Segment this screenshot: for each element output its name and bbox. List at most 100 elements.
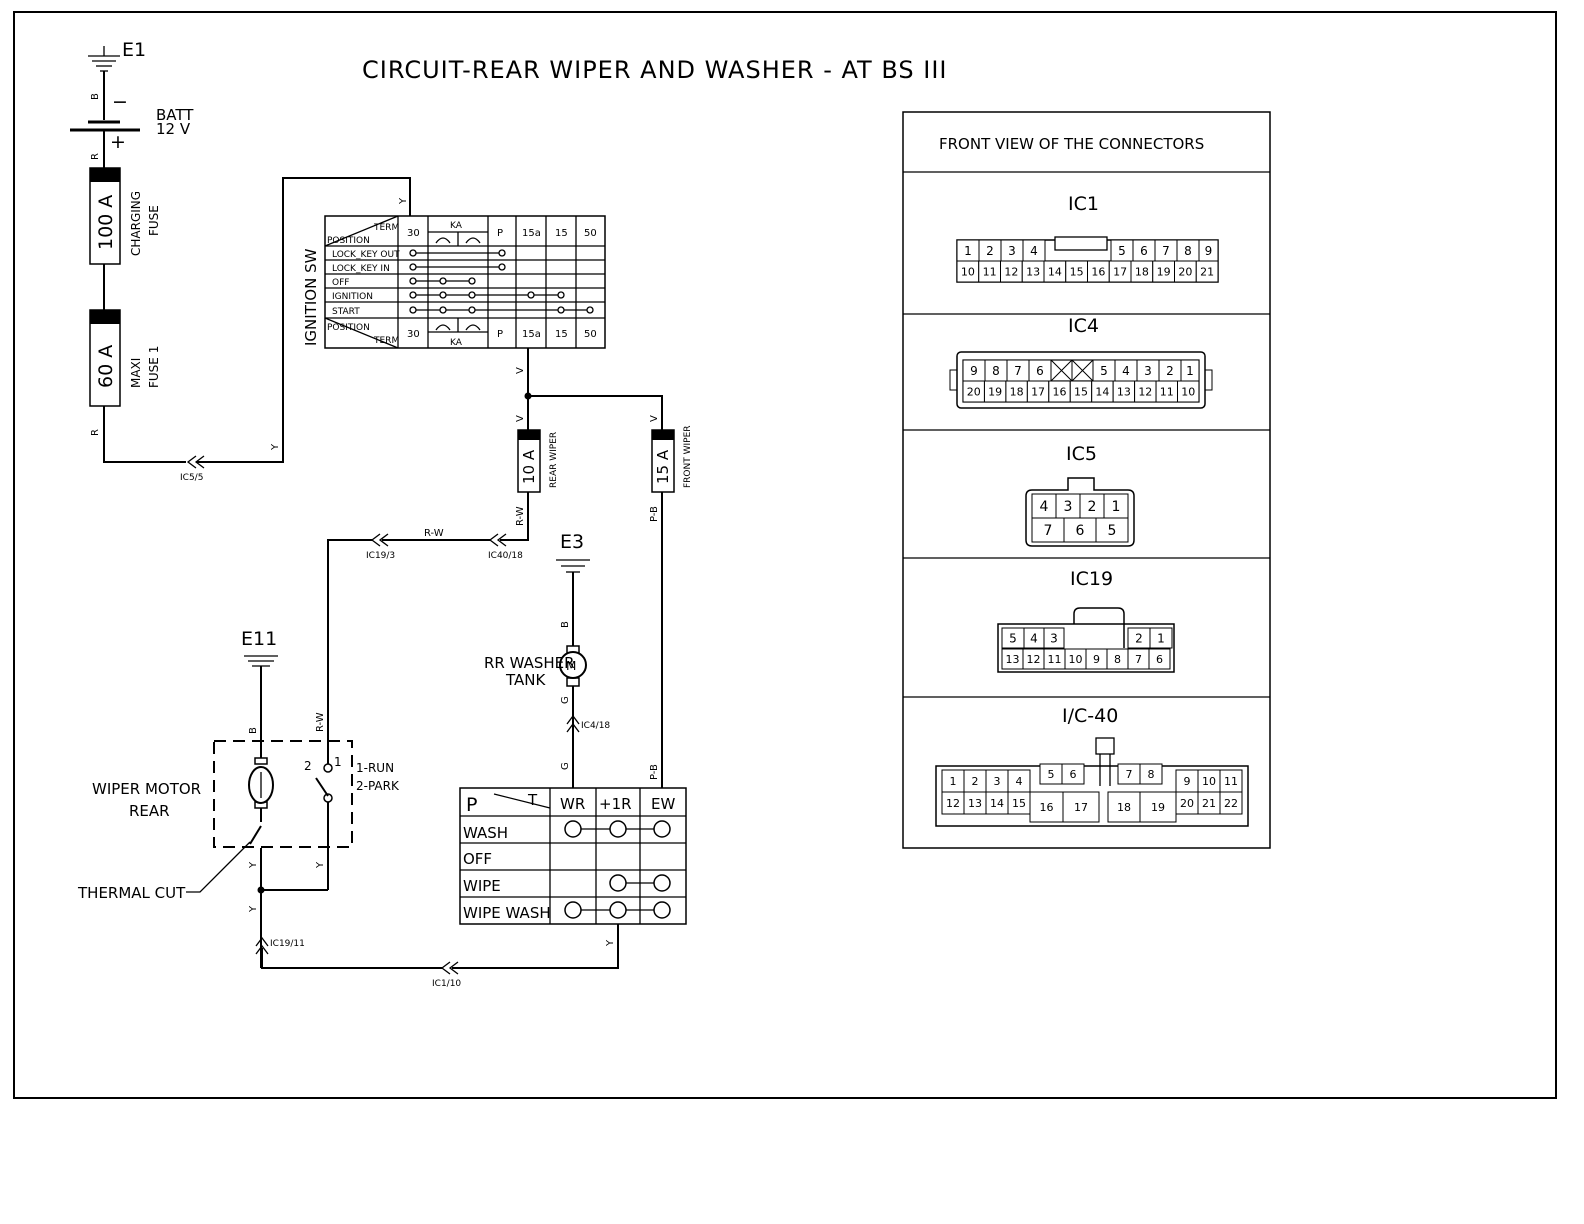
svg-text:RR WASHER: RR WASHER <box>484 654 575 672</box>
svg-text:TERM: TERM <box>373 336 399 346</box>
pin-label: 8 <box>992 364 1000 378</box>
pin-label: 3 <box>1064 499 1073 515</box>
svg-text:IC5: IC5 <box>1066 443 1097 465</box>
svg-text:R: R <box>90 429 101 436</box>
svg-text:TANK: TANK <box>505 671 546 689</box>
svg-text:CHARGING: CHARGING <box>129 191 143 256</box>
svg-text:P-B: P-B <box>649 506 660 522</box>
pin-label: 7 <box>1135 653 1142 666</box>
svg-text:WR: WR <box>560 795 585 813</box>
pin-label: 10 <box>961 265 975 278</box>
svg-text:IGNITION SW: IGNITION SW <box>302 248 320 346</box>
svg-text:FUSE 1: FUSE 1 <box>147 346 161 388</box>
svg-text:V: V <box>515 415 526 422</box>
pin-label: 4 <box>1030 244 1038 258</box>
pin-cell <box>1103 493 1129 519</box>
pin-label: 4 <box>1122 364 1130 378</box>
connector-ic19-3: IC19/3 <box>366 533 395 561</box>
pin-label: 3 <box>1144 364 1152 378</box>
connector-ic1-10: IC1/10 <box>432 961 461 989</box>
svg-text:FUSE: FUSE <box>147 205 161 236</box>
svg-text:IC19/3: IC19/3 <box>366 551 395 561</box>
pin-label: 13 <box>1026 265 1040 278</box>
svg-text:G: G <box>560 696 571 704</box>
svg-text:−: − <box>112 91 128 113</box>
pin-label: 5 <box>1009 631 1017 645</box>
svg-text:REAR WIPER: REAR WIPER <box>549 432 559 488</box>
pin-label: 6 <box>1140 244 1148 258</box>
charging-fuse: 100 A CHARGING FUSE <box>89 167 161 265</box>
pin-label: 1 <box>964 244 972 258</box>
pin-label: 10 <box>1069 653 1083 666</box>
svg-text:BATT: BATT <box>156 106 194 124</box>
pin-label: 16 <box>1040 801 1054 814</box>
pin-label: 17 <box>1031 385 1045 398</box>
pin-label: 13 <box>968 797 982 810</box>
svg-text:R-W: R-W <box>315 712 326 732</box>
pin-cell <box>1062 791 1100 823</box>
svg-text:V: V <box>515 367 526 374</box>
svg-text:M: M <box>566 659 576 673</box>
pin-label: 2 <box>1166 364 1174 378</box>
pin-label: 6 <box>1036 364 1044 378</box>
pin-cell <box>1139 763 1163 785</box>
blank-pin-cell <box>1050 359 1073 382</box>
pin-label: 17 <box>1074 801 1088 814</box>
svg-text:E3: E3 <box>560 531 584 553</box>
pin-label: 4 <box>1016 775 1023 788</box>
pin-label: 14 <box>1048 265 1062 278</box>
svg-text:MAXI: MAXI <box>129 358 143 388</box>
ignition-switch: IGNITION SW TERM POSITION POSITION TERM … <box>302 215 606 349</box>
pin-label: 21 <box>1200 265 1214 278</box>
svg-text:15: 15 <box>555 228 568 239</box>
svg-text:1: 1 <box>334 755 342 769</box>
pin-cell <box>1061 763 1085 785</box>
svg-text:50: 50 <box>584 329 597 340</box>
svg-text:P-B: P-B <box>649 764 660 780</box>
wiper-motor-rear: 2 1 1-RUN 2-PARK WIPER MOTOR REAR Y Y Y <box>92 740 400 968</box>
svg-text:2: 2 <box>304 759 312 773</box>
pin-cell <box>1031 517 1065 543</box>
maxi-fuse: 60 A MAXI FUSE 1 <box>89 309 161 407</box>
pin-label: 5 <box>1118 244 1126 258</box>
connector-ic4-18: IC4/18 <box>566 714 610 733</box>
svg-text:P: P <box>497 329 503 340</box>
front-wiper-fuse: 15 A FRONT WIPER <box>651 425 693 493</box>
svg-text:Y: Y <box>605 939 616 947</box>
svg-text:60 A: 60 A <box>95 345 117 388</box>
svg-text:50: 50 <box>584 228 597 239</box>
pin-cell <box>1031 493 1057 519</box>
pin-label: 11 <box>983 265 997 278</box>
ground-e1: E1 <box>88 39 146 72</box>
svg-text:10 A: 10 A <box>520 449 538 484</box>
svg-text:POSITION: POSITION <box>327 236 370 246</box>
svg-text:FRONT VIEW OF THE CONNECTORS: FRONT VIEW OF THE CONNECTORS <box>939 135 1204 153</box>
pin-label: 9 <box>1184 775 1191 788</box>
pin-label: 15 <box>1012 797 1026 810</box>
pin-label: 12 <box>1004 265 1018 278</box>
svg-text:IC4/18: IC4/18 <box>581 721 610 731</box>
pin-label: 7 <box>1014 364 1022 378</box>
svg-text:30: 30 <box>407 329 420 340</box>
pin-cell <box>1063 517 1097 543</box>
connector-ic40-18: IC40/18 <box>488 533 523 561</box>
svg-text:E1: E1 <box>122 39 146 61</box>
pin-label: 20 <box>1178 265 1192 278</box>
svg-text:+1R: +1R <box>599 795 632 813</box>
pin-label: 6 <box>1156 653 1163 666</box>
svg-text:Y: Y <box>248 905 259 913</box>
pin-label: 15 <box>1070 265 1084 278</box>
pin-label: 1 <box>1157 631 1165 645</box>
pin-label: 9 <box>970 364 978 378</box>
pin-label: 11 <box>1160 385 1174 398</box>
svg-text:IC4: IC4 <box>1068 315 1099 337</box>
svg-text:100 A: 100 A <box>95 195 117 250</box>
pin-label: 22 <box>1224 797 1238 810</box>
pin-label: 18 <box>1010 385 1024 398</box>
rear-wiper-fuse: 10 A REAR WIPER <box>517 429 559 493</box>
svg-text:1-RUN: 1-RUN <box>356 761 394 775</box>
pin-label: 3 <box>994 775 1001 788</box>
